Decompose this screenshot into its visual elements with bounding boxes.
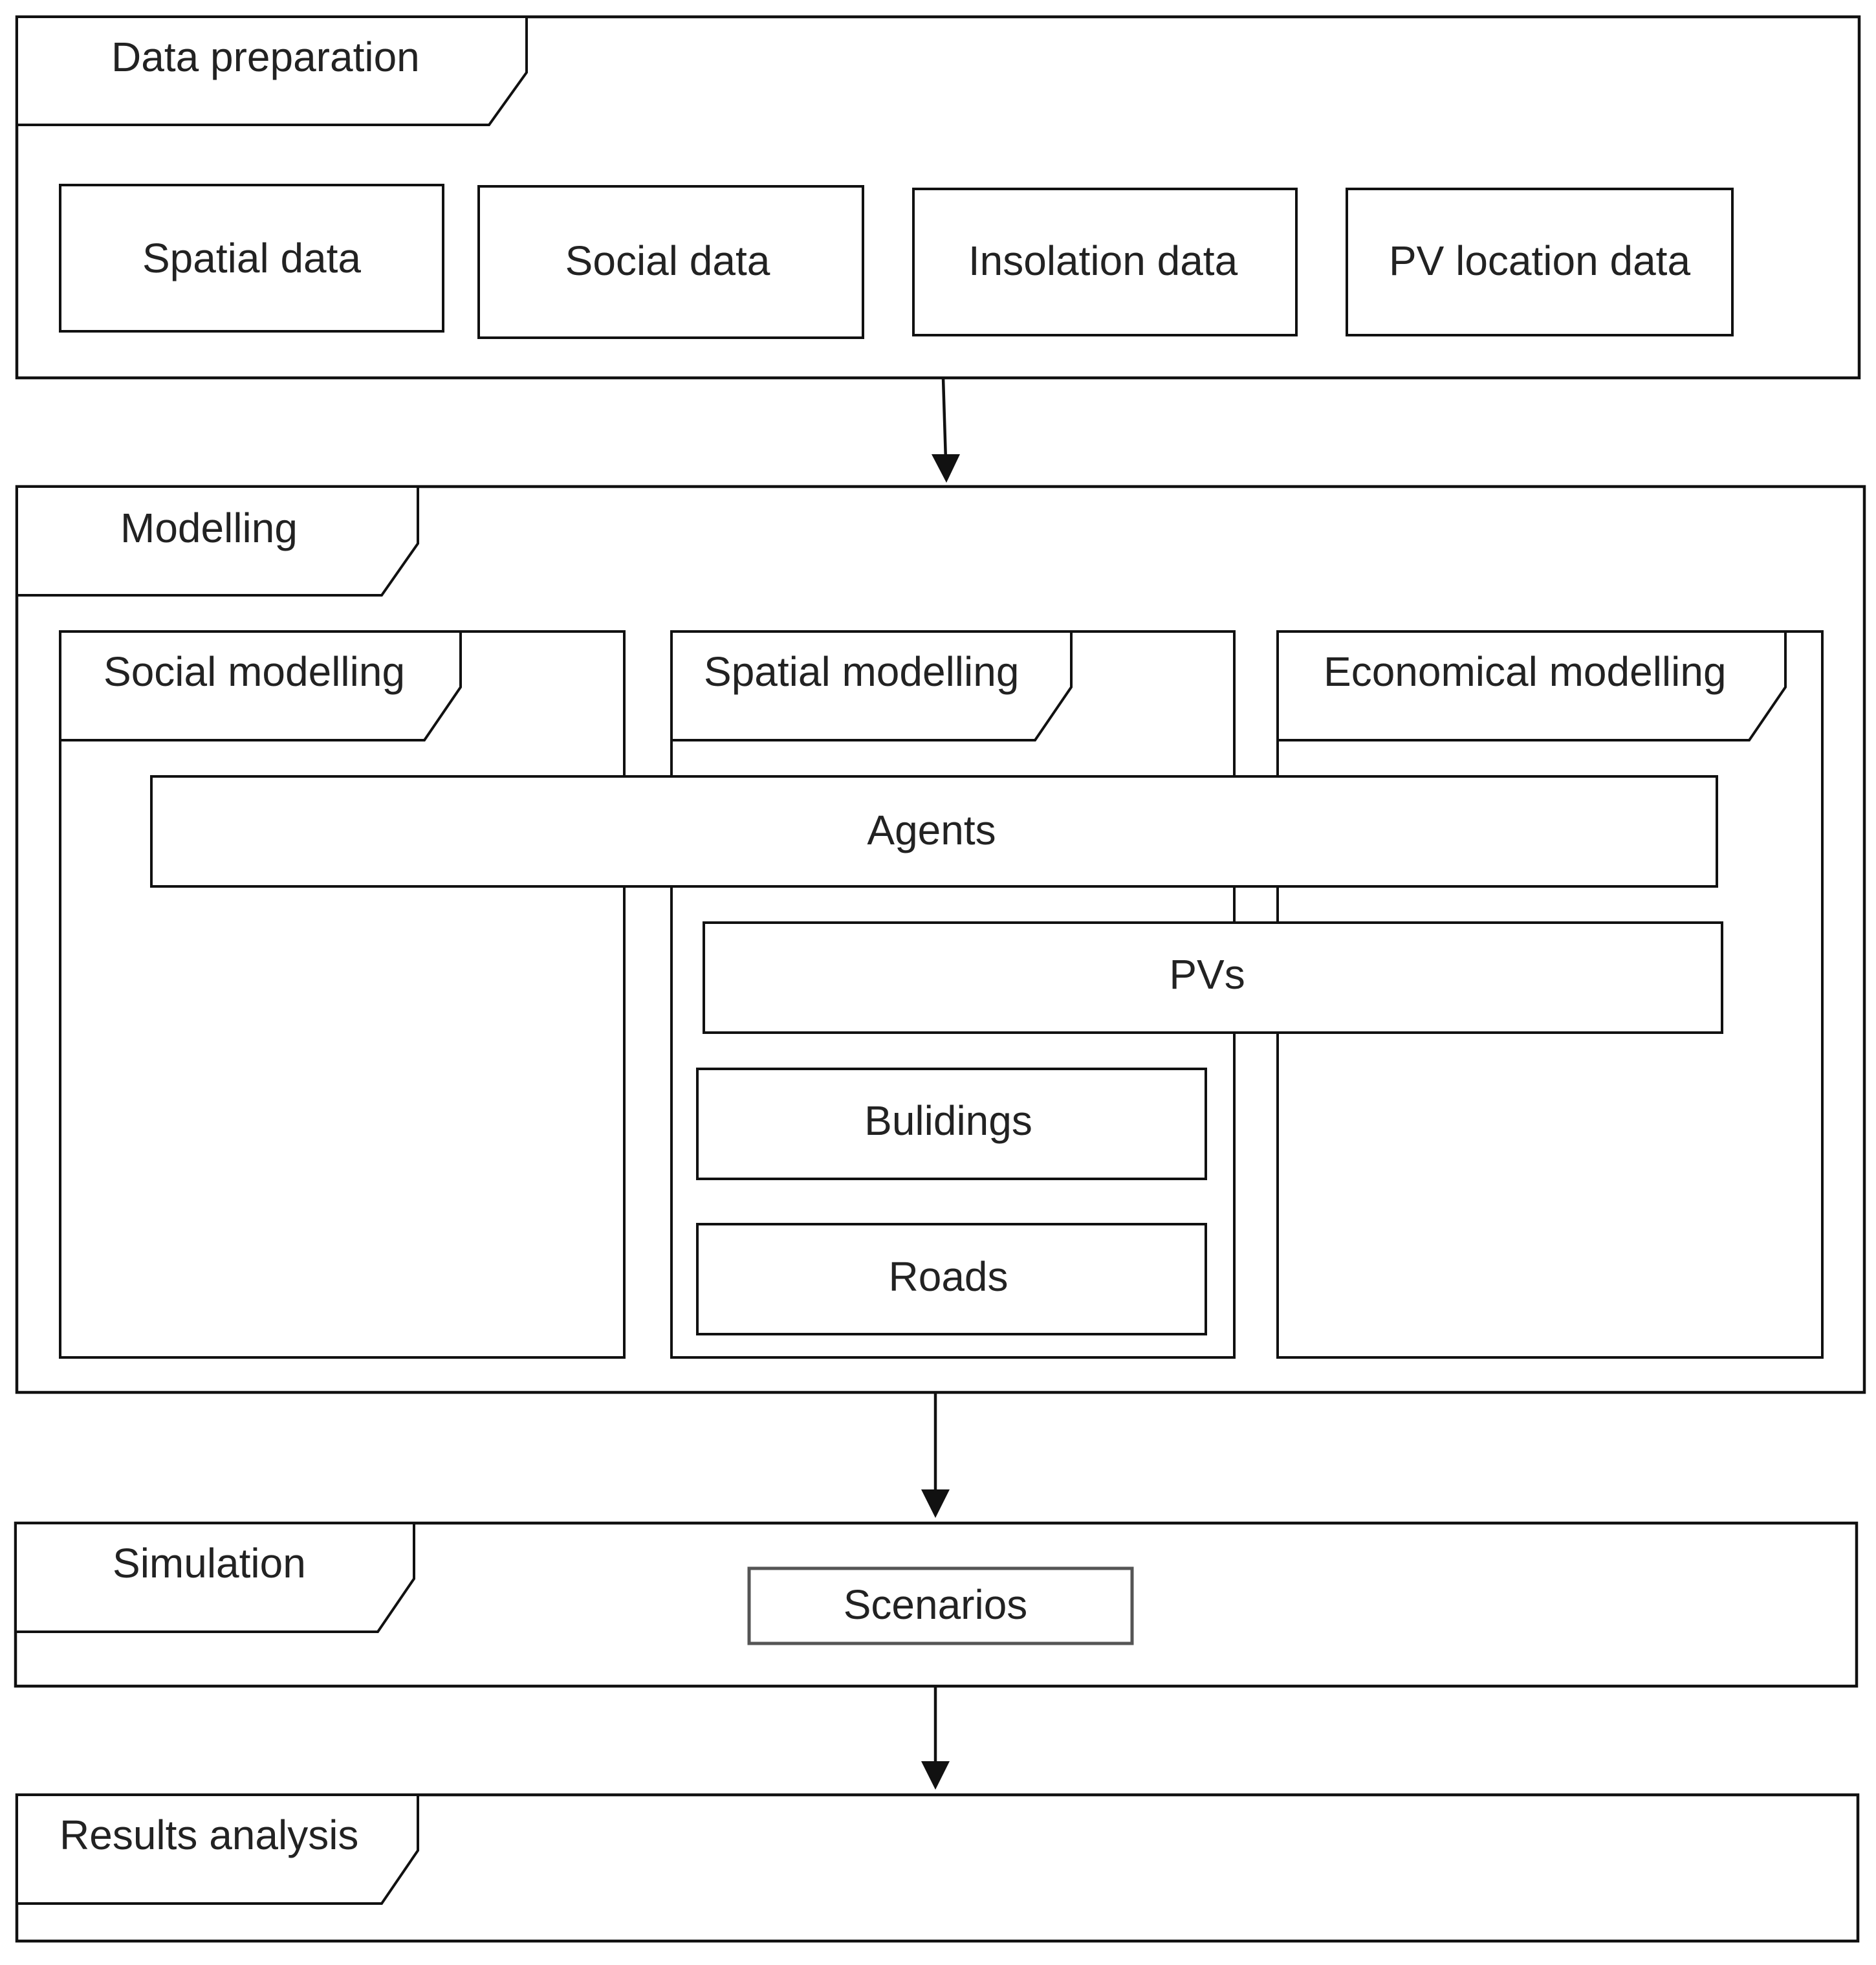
- buildings-box: Bulidings: [696, 1068, 1207, 1180]
- arrow-simulation-to-results: [921, 1686, 950, 1790]
- arrow-prep-to-modelling: [932, 377, 960, 483]
- agents-label: Agents: [867, 807, 996, 853]
- modelling-title: Modelling: [120, 505, 298, 551]
- buildings-label: Bulidings: [864, 1097, 1032, 1144]
- pvs-box: PVs: [703, 921, 1723, 1034]
- pv-location-data-label: PV location data: [1389, 237, 1691, 284]
- simulation-tab: [14, 1522, 415, 1633]
- insolation-data-box: Insolation data: [912, 188, 1298, 336]
- economical-modelling-title: Economical modelling: [1324, 648, 1727, 695]
- roads-box: Roads: [696, 1223, 1207, 1335]
- modelling-tab: [16, 485, 419, 597]
- data-preparation-tab: [16, 16, 528, 126]
- roads-label: Roads: [889, 1253, 1009, 1300]
- social-modelling-title: Social modelling: [104, 648, 405, 695]
- spatial-data-box: Spatial data: [59, 184, 444, 333]
- agents-box: Agents: [150, 775, 1718, 888]
- results-analysis-stage: Results analysis: [15, 1793, 1860, 1943]
- spatial-modelling-title: Spatial modelling: [704, 648, 1019, 695]
- results-tab: [16, 1794, 419, 1905]
- data-preparation-title: Data preparation: [111, 34, 420, 80]
- simulation-title: Simulation: [113, 1540, 306, 1586]
- spatial-data-label: Spatial data: [142, 235, 361, 281]
- data-preparation-stage: Data preparation Spatial data Social dat…: [15, 15, 1861, 380]
- pvs-label: PVs: [1169, 951, 1245, 998]
- results-analysis-title: Results analysis: [60, 1812, 358, 1858]
- scenarios-label: Scenarios: [844, 1581, 1028, 1628]
- social-data-label: Social data: [565, 237, 770, 284]
- pv-location-data-box: PV location data: [1346, 188, 1734, 336]
- scenarios-box: Scenarios: [747, 1566, 1134, 1645]
- modelling-stage: Modelling Social modelling Spatial model…: [15, 485, 1866, 1394]
- arrow-modelling-to-simulation: [921, 1392, 950, 1518]
- social-data-box: Social data: [477, 185, 864, 339]
- simulation-stage: Simulation Scenarios: [14, 1521, 1859, 1688]
- social-modelling-box: Social modelling: [59, 630, 626, 1359]
- insolation-data-label: Insolation data: [968, 237, 1238, 284]
